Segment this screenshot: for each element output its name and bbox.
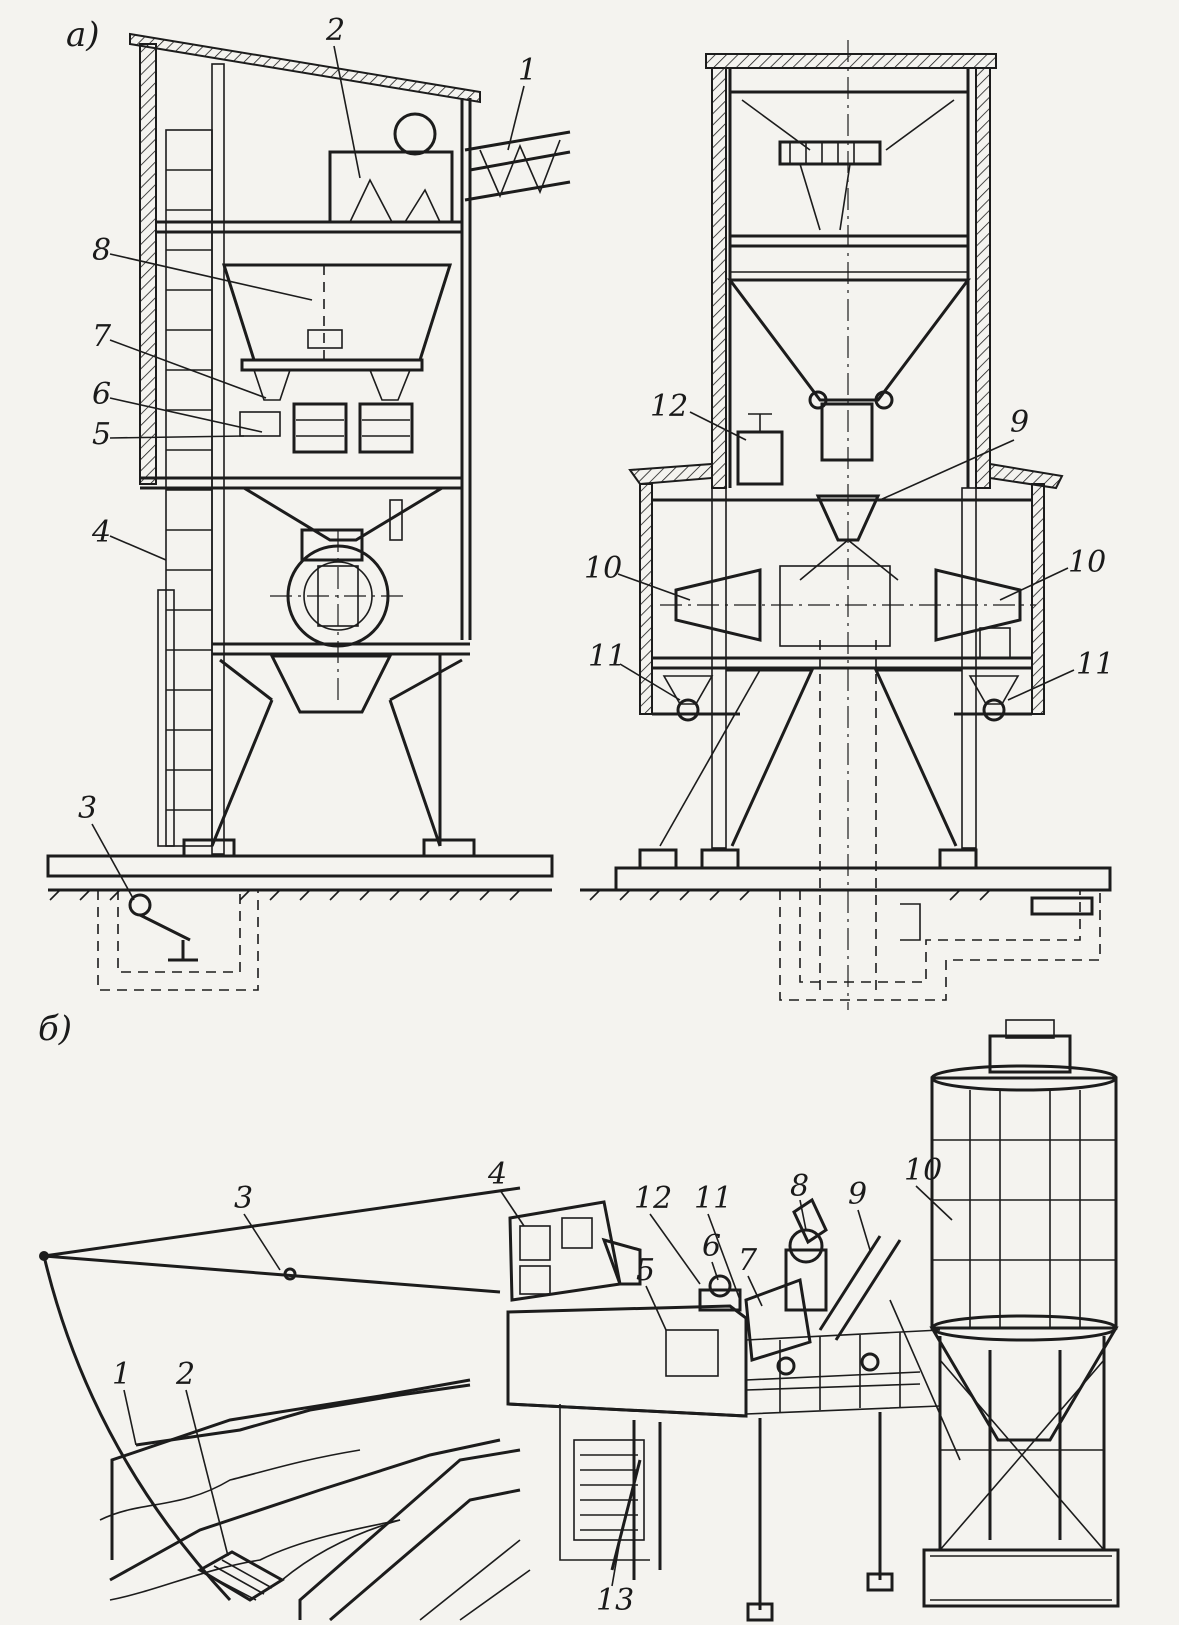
callout-a-left-1: 1 <box>518 53 537 88</box>
panel-label-a: a) <box>66 15 100 55</box>
callout-a-left-8: 8 <box>92 233 111 268</box>
callout-b-5: 5 <box>636 1253 655 1288</box>
callout-a-right-12: 12 <box>650 389 688 424</box>
panel-label-b: б) <box>38 1009 72 1049</box>
callout-b-12: 12 <box>634 1181 672 1216</box>
callouts-panel-b: 1 2 3 4 5 6 7 8 9 10 11 12 13 <box>112 1153 953 1618</box>
callout-a-right-11-left: 11 <box>588 639 626 674</box>
callout-b-7: 7 <box>738 1243 758 1278</box>
callout-a-left-7: 7 <box>92 319 112 354</box>
callout-b-10: 10 <box>904 1153 942 1188</box>
callout-a-left-3: 3 <box>78 791 97 826</box>
callout-b-1: 1 <box>112 1357 131 1392</box>
panel-b-perspective <box>39 1019 1120 1622</box>
callout-a-left-2: 2 <box>325 13 345 48</box>
callouts-panel-a-right: 9 10 10 11 11 12 <box>584 389 1114 701</box>
callouts-panel-a-left: 1 2 3 4 5 6 7 8 <box>78 13 537 901</box>
panel-a-right-elevation <box>580 40 1112 1010</box>
callout-b-4: 4 <box>487 1157 507 1192</box>
callout-b-9: 9 <box>848 1177 867 1212</box>
panel-labels: a) б) <box>38 15 100 1049</box>
callout-b-6: 6 <box>702 1229 721 1264</box>
callout-b-8: 8 <box>790 1169 809 1204</box>
callout-a-right-10-left: 10 <box>584 551 622 586</box>
callout-a-left-4: 4 <box>91 515 111 550</box>
callout-a-right-11-right: 11 <box>1076 647 1114 682</box>
panel-a-left-elevation <box>46 32 571 991</box>
callout-b-2: 2 <box>175 1357 195 1392</box>
callout-a-right-9: 9 <box>1010 405 1029 440</box>
callout-a-left-5: 5 <box>92 417 111 452</box>
callout-a-left-6: 6 <box>92 377 111 412</box>
callout-b-11: 11 <box>694 1181 732 1216</box>
callout-a-right-10-right: 10 <box>1068 545 1106 580</box>
callout-b-3: 3 <box>234 1181 253 1216</box>
callout-b-13: 13 <box>596 1583 634 1618</box>
